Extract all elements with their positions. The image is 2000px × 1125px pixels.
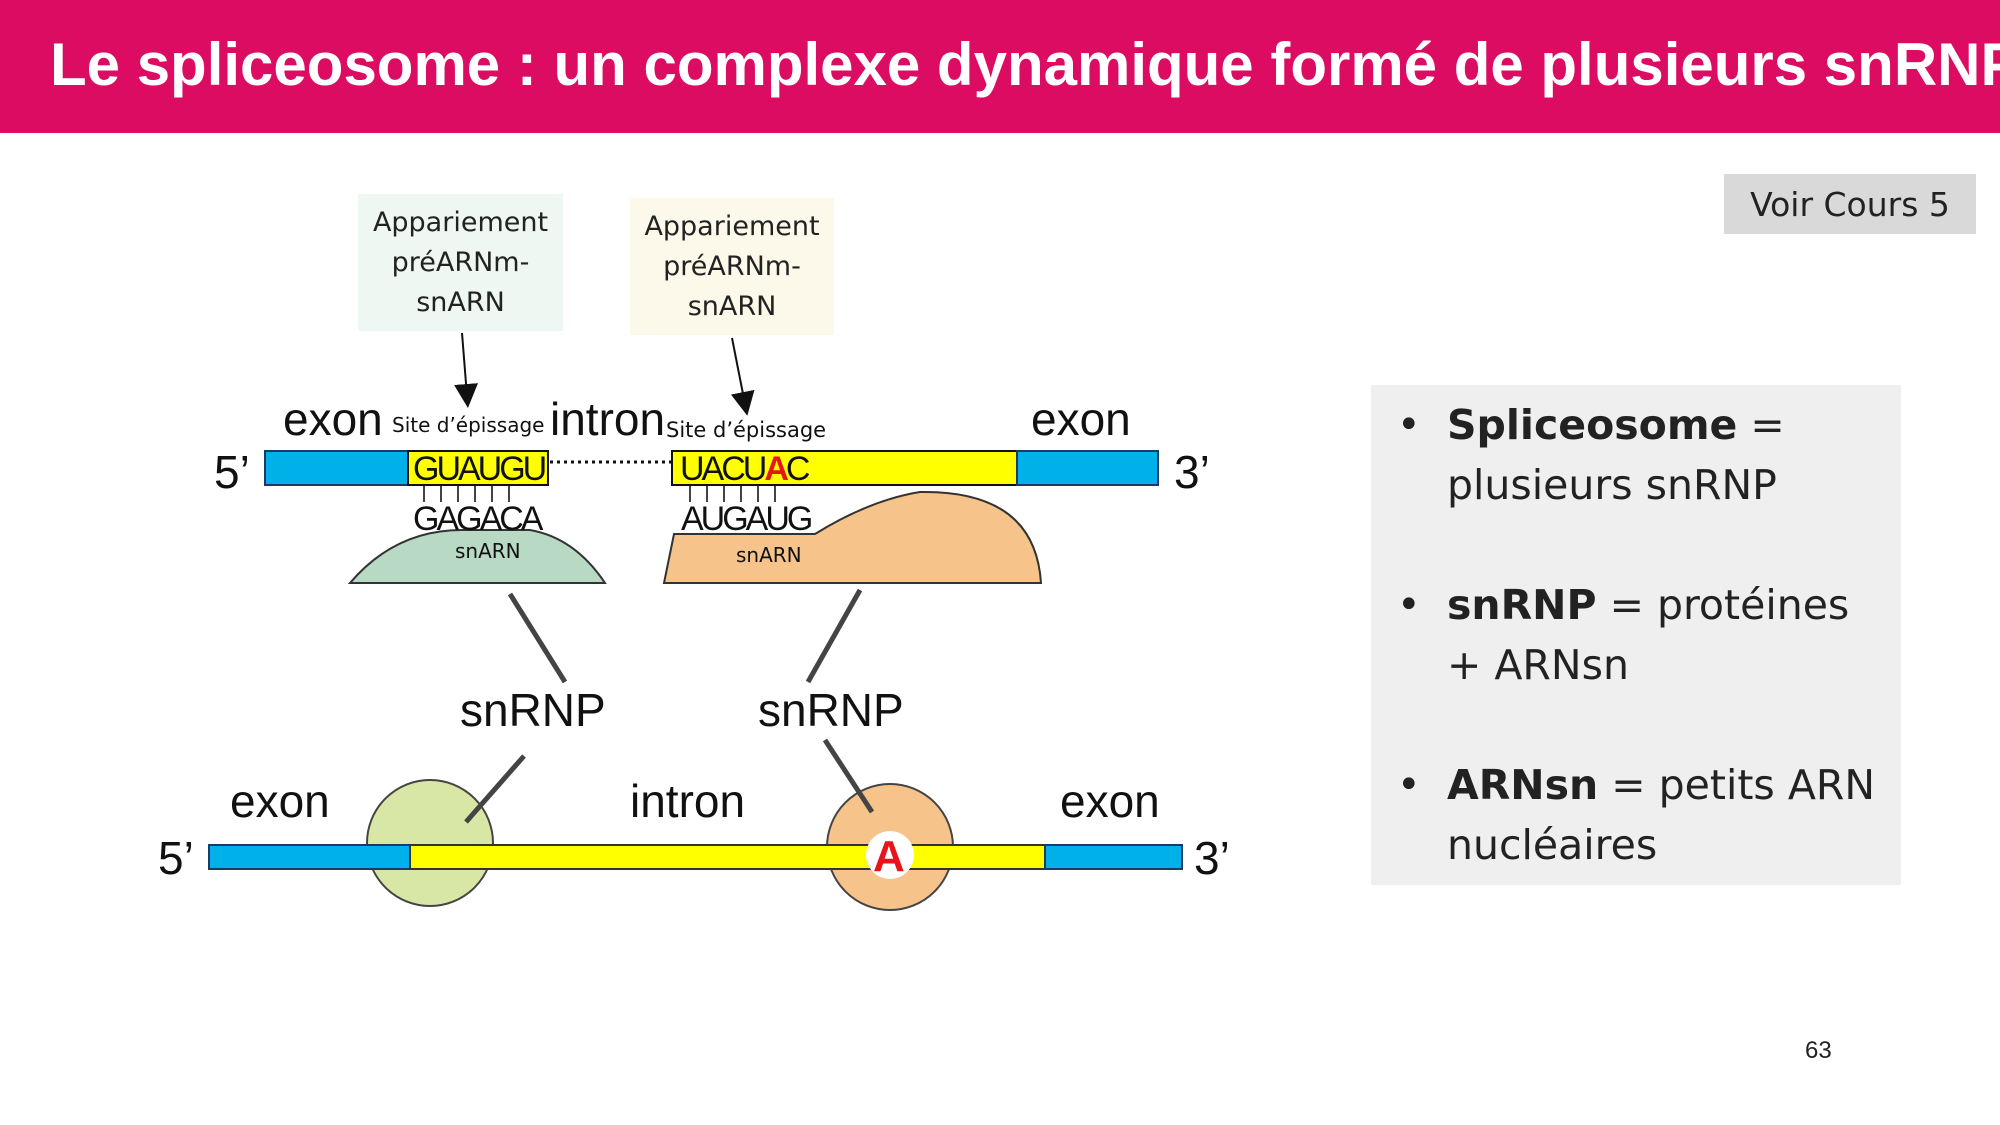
- connector-right-top: [805, 588, 863, 684]
- exon-right-segment: [1016, 450, 1159, 486]
- intron-label-top: intron: [550, 393, 665, 445]
- base-pair-ticks-right: [689, 486, 776, 502]
- branch-sequence: UACUAC: [680, 450, 810, 488]
- voir-cours-button[interactable]: Voir Cours 5: [1724, 174, 1976, 234]
- five-prime-bottom: 5’: [158, 832, 194, 884]
- exon-left-segment: [264, 450, 409, 486]
- snrnp-circle-left: [366, 779, 494, 907]
- definitions-list: • Spliceosome = plusieurs snRNP • snRNP = …: [1391, 395, 1891, 935]
- snrna-right-sequence: AUGAUG: [681, 500, 811, 538]
- connector-right-bottom: [822, 738, 875, 814]
- page-number: 63: [1805, 1037, 1832, 1064]
- branch-point-marker: [866, 831, 914, 879]
- slide-title: Le spliceosome : un complexe dynamique f…: [50, 31, 2000, 98]
- exon-right-label-top: exon: [1031, 393, 1131, 445]
- callout-arrow-right: [730, 337, 755, 416]
- snrna-left-label: snARN: [455, 539, 521, 563]
- title-bar: Le spliceosome : un complexe dynamique f…: [0, 0, 2000, 133]
- base-pair-ticks-left: [423, 486, 510, 502]
- callout-line: snARN: [687, 290, 777, 322]
- callout-pairing-left: Appariement préARNm- snARN: [358, 194, 563, 331]
- definition-spliceosome: • Spliceosome = plusieurs snRNP: [1391, 395, 1891, 515]
- intron-bottom: [409, 844, 1046, 870]
- definition-term: ARNsn: [1447, 761, 1599, 809]
- intron-donor-segment: [407, 450, 549, 486]
- branch-seq-A: A: [764, 450, 788, 488]
- exon-right-label-bottom: exon: [1060, 775, 1160, 827]
- definition-term: snRNP: [1447, 581, 1597, 629]
- three-prime-bottom: 3’: [1194, 832, 1230, 884]
- definition-term: Spliceosome: [1447, 401, 1738, 449]
- callout-line: préARNm-: [663, 250, 801, 282]
- callout-arrow-left: [454, 332, 479, 408]
- exon-left-label-top: exon: [283, 393, 383, 445]
- intron-branch-segment: [671, 450, 1018, 486]
- definition-text: = petits ARN nucléaires: [1447, 761, 1876, 869]
- branch-seq-suffix: C: [786, 450, 810, 488]
- callout-line: Appariement: [644, 210, 820, 242]
- site-label-right: Site d’épissage: [666, 418, 826, 442]
- connector-left-top: [507, 592, 568, 684]
- snrnp-label-left: snRNP: [460, 684, 606, 736]
- three-prime-top: 3’: [1174, 446, 1210, 498]
- definition-snrnp: • snRNP = protéines + ARNsn: [1391, 575, 1891, 695]
- definition-text: = protéines + ARNsn: [1447, 581, 1850, 689]
- definition-text: = plusieurs snRNP: [1447, 401, 1785, 509]
- snrnp-shape-right: [662, 490, 1043, 584]
- definition-arnsn: • ARNsn = petits ARN nucléaires: [1391, 755, 1891, 875]
- snrna-left-sequence: GAGACA: [413, 500, 544, 538]
- callout-pairing-right: Appariement préARNm- snARN: [630, 198, 834, 335]
- site-label-left: Site d’épissage: [392, 413, 544, 437]
- exon-left-label-bottom: exon: [230, 775, 330, 827]
- exon-right-bottom: [1044, 844, 1183, 870]
- bullet-icon: •: [1397, 582, 1421, 628]
- bullet-icon: •: [1397, 762, 1421, 808]
- callout-line: préARNm-: [391, 246, 530, 278]
- connector-left-bottom: [464, 754, 526, 824]
- snrna-right-label: snARN: [736, 543, 802, 567]
- callout-line: snARN: [416, 286, 505, 318]
- branch-point-A: A: [873, 832, 905, 881]
- snrnp-label-right: snRNP: [758, 684, 904, 736]
- branch-seq-prefix: UACU: [680, 450, 765, 488]
- snrnp-shape-left: [347, 529, 607, 584]
- five-prime-top: 5’: [214, 446, 250, 498]
- intron-label-bottom: intron: [630, 775, 745, 827]
- bullet-icon: •: [1397, 402, 1421, 448]
- exon-left-bottom: [208, 844, 411, 870]
- donor-sequence: GUAUGU: [413, 450, 545, 488]
- definitions-box: • Spliceosome = plusieurs snRNP • snRNP = …: [1371, 385, 1901, 885]
- callout-line: Appariement: [372, 206, 549, 238]
